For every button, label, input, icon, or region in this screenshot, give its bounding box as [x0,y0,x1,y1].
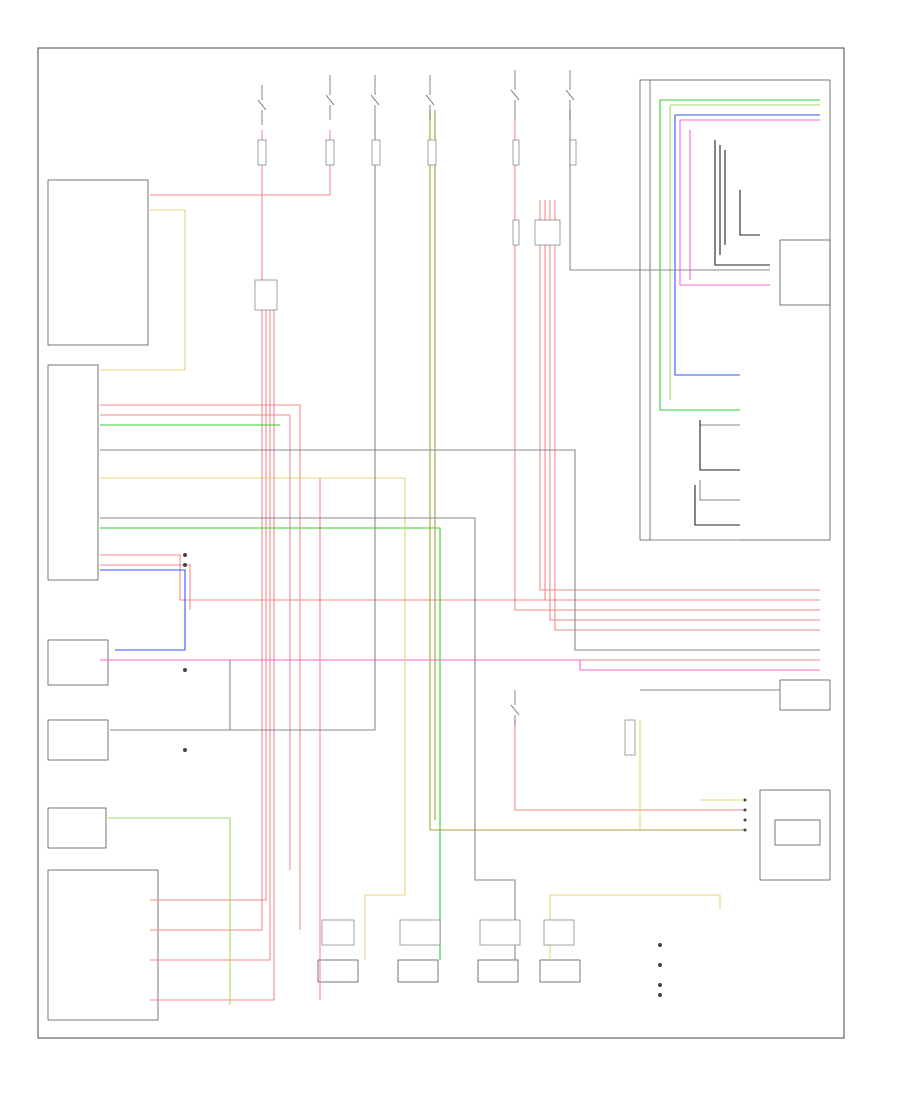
bottom-sensor-2 [397,959,439,983]
bottom-sensor-1 [317,959,359,983]
right-bottom-connector [774,819,821,846]
right-inner-module [779,239,831,306]
left-bottom-module [47,869,159,1021]
red-wires [100,120,820,1001]
bottom-sensor-4 [539,959,581,983]
yellow-wires [100,209,745,960]
left-sensor-a [47,639,109,686]
left-top-module [47,179,149,346]
top-switches [257,70,575,725]
right-lower-module [759,789,831,881]
junction-dots [183,553,747,997]
bottom-sensor-3 [477,959,519,983]
pink-wires [100,119,820,671]
lightgreen-wires [108,104,820,1005]
diagram-frame [37,47,845,1039]
green-wires [100,99,820,960]
olive-wires [429,110,745,831]
right-mid-module [779,679,831,711]
blue-wires [100,114,820,651]
black-wires [694,140,770,526]
left-sensor-b [47,719,109,761]
left-main-module [47,364,99,581]
connectors [254,139,636,946]
component-boxes [47,79,831,1021]
left-lower-module [47,807,107,849]
grey-wires [100,80,820,960]
right-top-module [639,79,831,541]
